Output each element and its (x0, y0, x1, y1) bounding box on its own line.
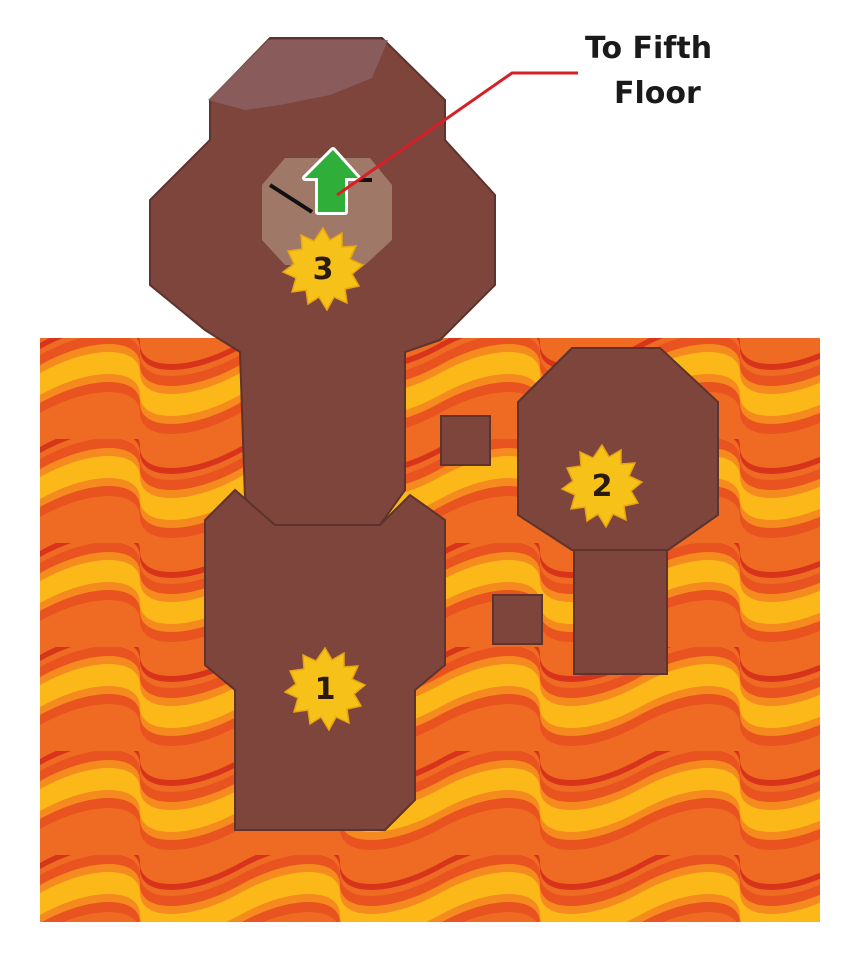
marker-2[interactable]: 2 (560, 443, 644, 529)
marker-3-label: 3 (313, 252, 334, 287)
up-arrow-icon[interactable] (302, 147, 361, 215)
marker-3[interactable]: 3 (281, 226, 365, 312)
cliff-ledge (208, 40, 388, 110)
callout-line-1: To Fifth (585, 31, 712, 66)
marker-1[interactable]: 1 (283, 646, 367, 732)
stepping-stone-upper (440, 415, 491, 466)
stepping-stone-lower (492, 594, 543, 645)
room-2-corridor (573, 549, 668, 675)
room-2-floor (517, 347, 719, 551)
callout-line-2: Floor (614, 76, 701, 111)
stair-edge (268, 183, 314, 214)
marker-2-label: 2 (592, 469, 613, 504)
callout-line (336, 71, 578, 197)
marker-1-label: 1 (315, 672, 336, 707)
